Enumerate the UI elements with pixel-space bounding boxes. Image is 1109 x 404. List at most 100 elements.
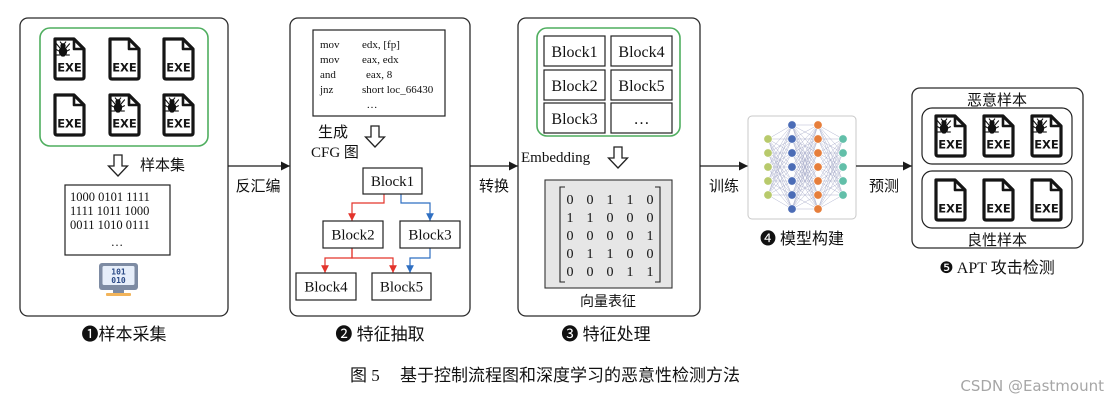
matrix-cell: 0	[607, 211, 614, 226]
block-cell-label: Block2	[551, 78, 597, 95]
edge-label: 预测	[869, 178, 899, 195]
neuron	[763, 190, 773, 200]
neuron	[813, 120, 823, 130]
cfg-edge-blue	[406, 248, 431, 273]
file-fold	[181, 95, 193, 107]
cfg-edge-red	[348, 194, 385, 221]
connection	[767, 194, 793, 210]
block-cell	[543, 69, 606, 101]
block-cell-label: Block3	[551, 111, 597, 128]
figure-caption: 图 5 基于控制流程图和深度学习的恶意性检测方法	[350, 366, 740, 385]
connection	[767, 124, 793, 168]
exe-label: EXE	[1034, 138, 1059, 152]
block-cell	[610, 35, 673, 67]
matrix-cell: 1	[587, 211, 594, 226]
neuron	[838, 134, 848, 144]
malicious-exe-icon: EXE	[53, 37, 86, 81]
matrix-cell: 0	[607, 265, 614, 280]
exe-icon: EXE	[982, 178, 1015, 222]
malicious-samples-label: 恶意样本	[967, 91, 1027, 109]
neuron	[763, 162, 773, 172]
exe-label: EXE	[986, 138, 1011, 152]
neuron	[787, 204, 797, 214]
bug-icon	[55, 41, 71, 57]
cfg-block	[399, 220, 461, 249]
matrix-cell: 0	[647, 247, 654, 262]
malicious-exe-icon: EXE	[108, 93, 141, 137]
matrix-cell: 1	[647, 265, 654, 280]
figure-number: 图 5	[350, 366, 380, 385]
neuron	[838, 148, 848, 158]
block-cell-label: …	[634, 111, 650, 128]
matrix-box	[544, 179, 673, 289]
asm-op: mov	[320, 39, 340, 51]
exe-label: EXE	[166, 117, 191, 131]
connection	[817, 194, 844, 210]
cfg-label: CFG 图	[311, 144, 359, 161]
stage-feature-processing: Block1 Block4 Block2 Block5 Block3 … Emb…	[517, 17, 701, 344]
matrix-cell: 0	[587, 229, 594, 244]
matrix-cell: 1	[607, 193, 614, 208]
neuron	[763, 134, 773, 144]
monitor-screen	[102, 266, 135, 285]
cfg-block	[371, 272, 432, 301]
connection	[767, 124, 793, 154]
asm-ellipsis: …	[367, 99, 378, 111]
malicious-exe-icon: EXE	[1030, 114, 1063, 158]
connection	[791, 124, 819, 196]
block-cell-label: Block1	[551, 44, 597, 61]
matrix-cell: 1	[627, 193, 634, 208]
file-fold	[953, 116, 965, 128]
connection	[767, 166, 793, 196]
neuron	[787, 148, 797, 158]
neuron	[813, 190, 823, 200]
file-fold	[1001, 116, 1013, 128]
matrix-cell: 0	[587, 265, 594, 280]
neuron	[813, 176, 823, 186]
matrix-cell: 0	[647, 193, 654, 208]
vector-representation-label: 向量表征	[580, 294, 636, 310]
neuron	[813, 148, 823, 158]
neuron	[813, 204, 823, 214]
connection	[791, 124, 819, 154]
matrix-cell: 1	[567, 211, 574, 226]
file-fold	[72, 95, 84, 107]
matrix-cell: 0	[607, 229, 614, 244]
connection	[817, 166, 844, 210]
connection	[767, 124, 793, 182]
connection	[817, 138, 844, 196]
binary-line: 1000 0101 1111	[70, 190, 150, 204]
connection	[791, 166, 819, 210]
figure-title: 基于控制流程图和深度学习的恶意性检测方法	[400, 366, 740, 385]
exe-icon: EXE	[1030, 178, 1063, 222]
exe-icon: EXE	[934, 178, 967, 222]
exe-label: EXE	[1034, 202, 1059, 216]
stage-model-construction: ❹ 模型构建	[747, 115, 857, 248]
connection	[817, 138, 844, 154]
neuron	[838, 190, 848, 200]
block-cell	[610, 102, 673, 134]
connection	[817, 152, 844, 210]
cfg-edge-blue	[400, 194, 434, 221]
bug-icon	[984, 118, 1000, 134]
edge-train: 训练	[700, 161, 748, 195]
matrix-cell: 0	[647, 211, 654, 226]
block-cell	[543, 35, 606, 67]
connection	[791, 194, 819, 210]
connection	[791, 124, 819, 168]
block-cell	[610, 69, 673, 101]
connection	[767, 152, 793, 196]
cfg-block-label: Block5	[380, 280, 423, 296]
cfg-block	[295, 272, 357, 301]
exe-icon: EXE	[108, 37, 141, 81]
stage1-label: ❶样本采集	[82, 325, 167, 344]
malicious-exe-icon: EXE	[934, 114, 967, 158]
connection	[791, 124, 819, 140]
cfg-block-label: Block4	[304, 280, 348, 296]
matrix-cell: 0	[567, 193, 574, 208]
binary-monitor-icon: 101 010	[99, 263, 138, 296]
